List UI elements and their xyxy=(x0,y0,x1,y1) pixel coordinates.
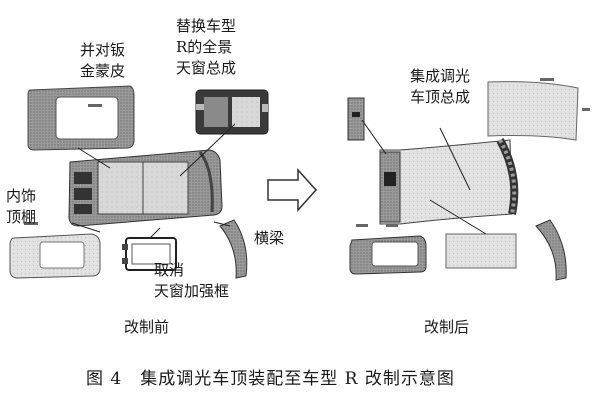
cross-beam-part-before xyxy=(219,219,248,279)
label-cancel-frame: 取消 天窗加强框 xyxy=(154,261,230,300)
flat-panel-after xyxy=(445,233,517,269)
label-sheet-metal-cover: 并对钣 金蒙皮 xyxy=(80,41,126,80)
sunroof-reinforcement-frame-part xyxy=(122,237,177,271)
roof-assembly-before xyxy=(68,149,223,227)
small-bracket-part xyxy=(347,97,365,141)
caption-before: 改制前 xyxy=(124,318,170,336)
figure-caption: 图 4 集成调光车顶装配至车型 R 改制示意图 xyxy=(86,369,455,389)
caption-after: 改制后 xyxy=(424,318,470,336)
inner-headliner-part xyxy=(9,222,101,279)
panoramic-sunroof-part xyxy=(195,89,269,135)
label-cross-beam: 横梁 xyxy=(254,229,285,247)
sheet-metal-cover-part xyxy=(27,85,135,151)
label-inner-headliner: 内饰 顶棚 xyxy=(6,187,37,226)
transformation-arrow xyxy=(267,168,318,212)
label-replace-sunroof: 替换车型 R的全景 天窗总成 xyxy=(176,17,237,77)
dimming-roof-panel-part xyxy=(487,78,590,141)
inner-headliner-after xyxy=(349,224,427,275)
leader-lines-before xyxy=(71,123,236,239)
leader-lines-after xyxy=(361,119,487,235)
cross-beam-part-after xyxy=(535,219,567,281)
label-dimming-roof: 集成调光 车顶总成 xyxy=(410,67,471,106)
roof-assembly-after xyxy=(379,138,519,225)
